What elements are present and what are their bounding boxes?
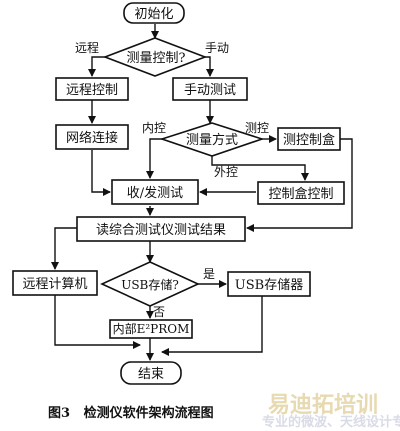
decision-measure-method: 测量方式 xyxy=(159,122,265,157)
node-read-results-label: 读综合测试仪测试结果 xyxy=(96,223,226,238)
node-network: 网络连接 xyxy=(55,124,129,150)
node-remote-control-label: 远程控制 xyxy=(66,83,118,98)
decision-usb: USB存储? xyxy=(100,261,200,307)
decision-measure-control: 测量控制? xyxy=(102,37,208,77)
decision-usb-label: USB存储? xyxy=(121,277,179,292)
node-end: 结束 xyxy=(120,361,182,385)
watermark-main-text: 易迪拓培训 xyxy=(268,392,378,418)
node-control-box-label: 测控制盒 xyxy=(283,132,335,148)
node-network-label: 网络连接 xyxy=(66,130,118,146)
decision-measure-method-label: 测量方式 xyxy=(186,132,238,148)
edge-label-yes: 是 xyxy=(203,267,215,281)
node-end-label: 结束 xyxy=(138,367,164,382)
node-box-control: 控制盒控制 xyxy=(257,181,345,205)
node-send-receive: 收/发测试 xyxy=(111,179,199,205)
edge-label-internal: 内控 xyxy=(142,121,166,135)
node-remote-pc: 远程计算机 xyxy=(12,270,98,296)
node-box-control-label: 控制盒控制 xyxy=(268,186,333,202)
node-e2prom: 内部E²PROM xyxy=(109,319,193,339)
node-usb-storage: USB存储器 xyxy=(227,271,311,297)
watermark-sub-text: 专业的微波、天线设计专家 xyxy=(262,414,400,430)
figure-caption: 图3 检测仪软件架构流程图 xyxy=(48,405,214,421)
node-e2prom-label: 内部E²PROM xyxy=(113,321,190,336)
decision-measure-control-label: 测量控制? xyxy=(127,51,186,66)
node-send-receive-label: 收/发测试 xyxy=(127,185,183,201)
node-control-box: 测控制盒 xyxy=(277,127,341,151)
node-start: 初始化 xyxy=(123,2,185,24)
watermark-logo: 易迪拓培训 专业的微波、天线设计专家 xyxy=(258,388,400,430)
edge-label-manual: 手动 xyxy=(205,41,229,55)
edge-label-measure-control: 测控 xyxy=(245,121,269,135)
node-start-label: 初始化 xyxy=(134,7,173,22)
node-usb-storage-label: USB存储器 xyxy=(235,278,303,293)
node-manual-test-label: 手动测试 xyxy=(184,83,236,98)
node-manual-test: 手动测试 xyxy=(172,77,248,101)
node-read-results: 读综合测试仪测试结果 xyxy=(76,216,246,242)
edge-label-external: 外控 xyxy=(214,165,238,179)
node-remote-control: 远程控制 xyxy=(55,77,129,101)
edge-label-no: 否 xyxy=(153,305,165,319)
node-remote-pc-label: 远程计算机 xyxy=(22,277,87,292)
edge-label-remote: 远程 xyxy=(75,40,99,55)
